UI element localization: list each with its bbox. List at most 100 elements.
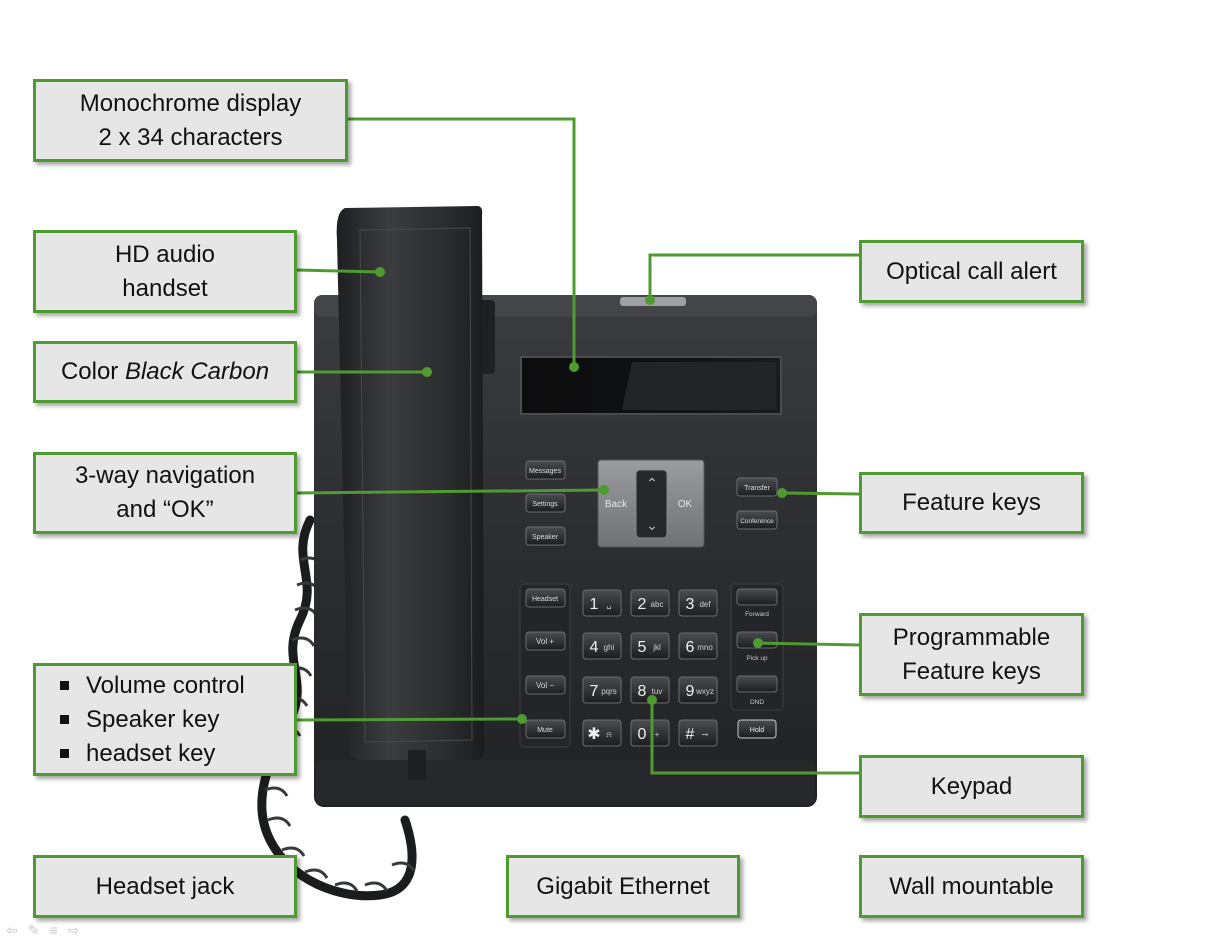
keypad-key-letters: ⍾ <box>606 730 612 739</box>
keypad-key[interactable]: 1␣ <box>582 589 622 617</box>
callout-feature-keys-label: Feature keys <box>902 489 1041 516</box>
conference-key[interactable]: Conference <box>736 510 778 530</box>
feature-keys: Transfer Conference <box>736 477 778 530</box>
messages-key-label: Messages <box>529 468 561 475</box>
keypad-key[interactable]: ✱⍾ <box>582 719 622 747</box>
callout-headset-jack: Headset jack <box>33 855 297 918</box>
callout-wall: Wall mountable <box>859 855 1084 918</box>
keypad-key-letters: + <box>655 730 660 739</box>
transfer-key[interactable]: Transfer <box>736 477 778 497</box>
messages-key[interactable]: Messages <box>525 460 566 480</box>
prev-slide-icon[interactable]: ⇦ <box>6 922 18 938</box>
leader-lines <box>296 117 861 775</box>
next-slide-icon[interactable]: ⇨ <box>67 922 80 938</box>
keypad-key[interactable]: 2 abc <box>630 589 670 617</box>
keypad-key[interactable]: #⊸ <box>678 719 718 747</box>
keypad-key-letters: abc <box>651 600 664 609</box>
callout-programmable: Programmable Feature keys <box>859 613 1084 696</box>
callout-handset-line1: HD audio <box>114 240 216 268</box>
handset-edge <box>359 227 473 743</box>
pen-icon[interactable]: ✎ <box>27 922 40 938</box>
dnd-key[interactable]: DND <box>736 675 778 706</box>
nav-cluster[interactable]: ⌃ ⌄ Back OK <box>597 459 705 548</box>
keypad-key-letters: def <box>699 600 711 609</box>
keypad-key[interactable]: 0+ <box>630 719 670 747</box>
keypad-key[interactable]: 3 def <box>678 589 718 617</box>
pick-up-key-label: Pick up <box>746 655 768 662</box>
keypad-key-letters: jkl <box>652 643 661 652</box>
nav-rocker[interactable] <box>635 469 668 539</box>
keypad-key-digit: ✱ <box>587 726 600 743</box>
callout-programmable-line1: Programmable <box>892 623 1051 651</box>
display-glare <box>622 362 776 410</box>
volume-down-key[interactable]: Vol − <box>525 675 566 695</box>
callout-navigation-line1: 3-way navigation <box>74 462 256 489</box>
settings-key-label: Settings <box>532 501 558 508</box>
callout-ethernet-label: Gigabit Ethernet <box>536 872 710 900</box>
keypad-key-letters: tuv <box>652 687 663 696</box>
callout-color-prefix: Color <box>60 358 125 385</box>
callout-handset-line2: handset <box>122 274 208 302</box>
mute-key[interactable]: Mute <box>525 719 566 739</box>
callout-programmable-line2: Feature keys <box>902 657 1041 685</box>
callout-controls-item-volume: Volume control <box>56 669 294 703</box>
keypad-key-digit: 3 <box>686 596 695 613</box>
nav-ok-label[interactable]: OK <box>678 499 693 510</box>
callout-navigation-line2: and “OK” <box>116 496 214 523</box>
menu-icon[interactable]: ≡ <box>49 922 58 938</box>
keypad-key-digit: 4 <box>590 639 599 656</box>
keypad-key-digit: 9 <box>686 683 695 700</box>
leader-programmable <box>757 641 861 647</box>
callout-navigation: 3-way navigation and “OK” <box>33 452 297 534</box>
nav-down-icon[interactable]: ⌄ <box>646 517 658 533</box>
forward-key-label: Forward <box>745 611 769 618</box>
keypad-key-digit: 0 <box>638 726 647 743</box>
hold-key[interactable]: Hold <box>737 719 777 739</box>
transfer-key-label: Transfer <box>744 485 770 492</box>
settings-key[interactable]: Settings <box>525 493 566 513</box>
keypad-key-letters: wxyz <box>695 687 714 696</box>
callout-color-name: Black Carbon <box>124 358 270 385</box>
handset-cord-base <box>408 750 426 780</box>
phone-bottom-edge <box>316 760 815 805</box>
audio-keys: Headset Vol + Vol − Mute <box>519 583 571 748</box>
callout-wall-label: Wall mountable <box>889 872 1054 900</box>
callout-display-line1: Monochrome display <box>79 89 302 117</box>
callout-keypad-label: Keypad <box>930 772 1013 800</box>
headset-key[interactable]: Headset <box>525 588 566 608</box>
leader-controls <box>296 717 523 722</box>
callout-controls-item-speaker: Speaker key <box>56 703 294 737</box>
callout-handset: HD audio handset <box>33 230 297 313</box>
forward-key[interactable]: Forward <box>736 588 778 618</box>
volume-up-key-label: Vol + <box>536 637 554 646</box>
callout-controls-item-headset: headset key <box>56 737 294 771</box>
keypad-key-digit: 1 <box>590 596 599 613</box>
keypad-key-digit: 6 <box>686 639 695 656</box>
keypad-key-letters: pqrs <box>601 687 617 696</box>
keypad-key-digit: 5 <box>638 639 647 656</box>
callout-keypad: Keypad <box>859 755 1084 818</box>
keypad-key-digit: 2 <box>638 596 647 613</box>
left-function-keys: Messages Settings Speaker <box>525 460 566 546</box>
keypad-key-letters: mno <box>697 643 713 652</box>
callout-controls: Volume control Speaker key headset key <box>33 663 297 776</box>
leader-handset <box>296 268 381 274</box>
nav-back-label[interactable]: Back <box>605 499 628 510</box>
speaker-key-label: Speaker <box>532 534 559 541</box>
callout-ethernet: Gigabit Ethernet <box>506 855 740 918</box>
volume-up-key[interactable]: Vol + <box>525 631 566 651</box>
headset-key-label: Headset <box>532 596 558 603</box>
speaker-key[interactable]: Speaker <box>525 526 566 546</box>
leader-dots <box>375 267 787 724</box>
keypad-key-digit: 8 <box>638 683 647 700</box>
slide-nav-controls[interactable]: ⇦ ✎ ≡ ⇨ <box>6 922 79 939</box>
keypad-key[interactable]: 5 jkl <box>630 632 670 660</box>
nav-up-icon[interactable]: ⌃ <box>646 475 658 491</box>
keypad-key-letters: ␣ <box>606 600 611 609</box>
